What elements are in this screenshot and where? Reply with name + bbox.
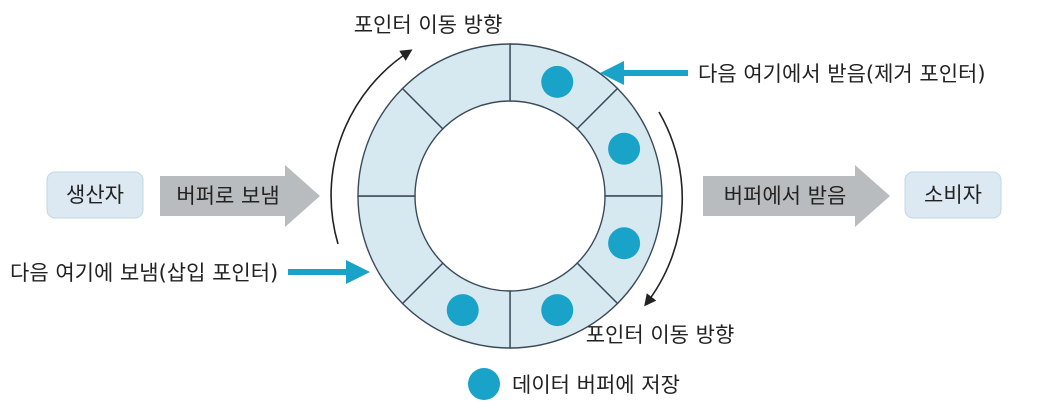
remove-pointer-arrow [600, 61, 688, 85]
insert-pointer-label: 다음 여기에 보냄(삽입 포인터) [10, 261, 278, 285]
stored-data-dot [541, 65, 574, 98]
stored-data-dot [608, 227, 641, 260]
consumer-label: 소비자 [924, 183, 982, 207]
bottom-direction-arc [644, 111, 683, 307]
producer-box: 생산자 [46, 171, 144, 219]
receive-arrow: 버퍼에서 받음 [703, 165, 890, 227]
stored-data-dot [446, 294, 479, 327]
bottom-direction-label: 포인터 이동 방향 [586, 323, 735, 347]
insert-pointer-arrow [288, 260, 370, 284]
send-arrow: 버퍼로 보냄 [160, 165, 320, 227]
legend-label: 데이터 버퍼에 저장 [512, 373, 680, 397]
buffer-slot [401, 43, 511, 130]
legend: 데이터 버퍼에 저장 [468, 368, 680, 400]
ring-buffer [357, 43, 663, 349]
send-arrow-label: 버퍼로 보냄 [176, 184, 279, 208]
legend-data-dot [468, 368, 500, 400]
consumer-box: 소비자 [904, 171, 1002, 219]
stored-data-dot [608, 132, 641, 165]
remove-pointer-label: 다음 여기에서 받음(제거 포인터) [698, 62, 986, 86]
producer-label: 생산자 [66, 183, 124, 207]
stored-data-dot [541, 294, 574, 327]
top-direction-label: 포인터 이동 방향 [354, 13, 503, 37]
top-direction-arc [330, 49, 413, 245]
receive-arrow-label: 버퍼에서 받음 [724, 184, 847, 208]
